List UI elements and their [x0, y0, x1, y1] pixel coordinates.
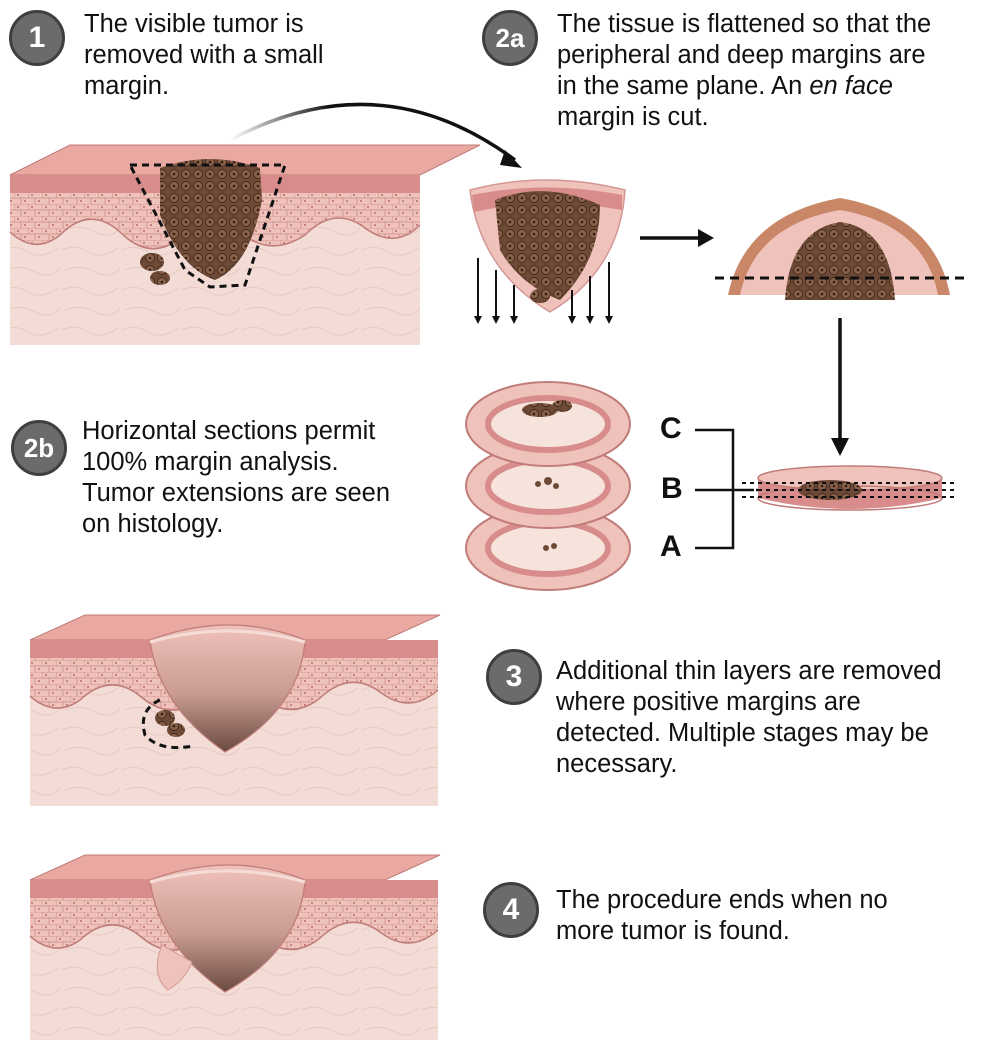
flattened-tissue	[715, 198, 966, 300]
step-2a-text: The tissue is flattened so that the peri…	[557, 9, 977, 133]
step-badge-2b: 2b	[11, 420, 67, 476]
step-3-text: Additional thin layers are removed where…	[556, 656, 976, 780]
step-2b-line-3: Tumor extensions are seen	[82, 478, 442, 509]
step-3-line-1: Additional thin layers are removed	[556, 656, 976, 687]
skin-block-step3	[30, 615, 440, 806]
horizontal-section-c	[466, 382, 630, 466]
step-1-line-2: removed with a small	[84, 40, 424, 71]
step-2b-text: Horizontal sections permit 100% margin a…	[82, 416, 442, 540]
step-badge-4: 4	[483, 882, 539, 938]
step-2a-line-2: peripheral and deep margins are	[557, 40, 977, 71]
step-2b-line-4: on histology.	[82, 509, 442, 540]
step-2a-line-3-text: in the same plane. An	[557, 72, 809, 100]
step-1-line-3: margin.	[84, 71, 424, 102]
step-2a-line-3: in the same plane. An en face	[557, 71, 977, 102]
skin-block-step4	[30, 855, 440, 1040]
excised-tissue-cone	[470, 180, 625, 312]
section-label-a: A	[660, 530, 682, 564]
step-2a-en-face: en face	[809, 72, 893, 100]
step-3-line-2: where positive margins are	[556, 687, 976, 718]
step-badge-2a: 2a	[482, 10, 538, 66]
step-2b-line-1: Horizontal sections permit	[82, 416, 442, 447]
section-bracket	[695, 430, 758, 548]
skin-block-step1	[10, 145, 480, 345]
step-2a-line-4: margin is cut.	[557, 102, 977, 133]
step-4-text: The procedure ends when no more tumor is…	[556, 885, 956, 947]
step-2a-line-1: The tissue is flattened so that the	[557, 9, 977, 40]
sectioned-tissue-disc	[742, 466, 958, 510]
section-label-c: C	[660, 412, 682, 446]
step-3-line-4: necessary.	[556, 749, 976, 780]
step-badge-1: 1	[9, 10, 65, 66]
step-4-line-1: The procedure ends when no	[556, 885, 956, 916]
step-3-line-3: detected. Multiple stages may be	[556, 718, 976, 749]
step-1-line-1: The visible tumor is	[84, 9, 424, 40]
section-label-b: B	[661, 472, 683, 506]
step-1-text: The visible tumor is removed with a smal…	[84, 9, 424, 102]
step-2b-line-2: 100% margin analysis.	[82, 447, 442, 478]
step-4-line-2: more tumor is found.	[556, 916, 956, 947]
step-badge-3: 3	[486, 649, 542, 705]
